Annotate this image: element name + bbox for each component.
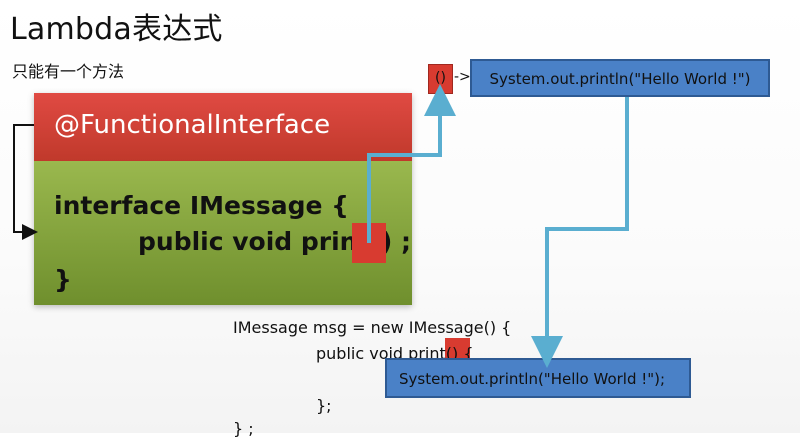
slide-subtitle: 只能有一个方法 — [12, 62, 125, 81]
annotation-bar: @FunctionalInterface — [34, 93, 412, 161]
functional-interface-block: @FunctionalInterface interface IMessage … — [34, 93, 412, 305]
anon-class-close: } ; — [233, 419, 254, 438]
slide-title: Lambda表达式 — [10, 12, 223, 47]
lambda-parens-highlight: () — [428, 64, 453, 94]
anon-method-body-text: System.out.println("Hello World !"); — [399, 370, 666, 388]
anon-method-body-box: System.out.println("Hello World !"); — [385, 358, 691, 398]
annotation-label: @FunctionalInterface — [54, 110, 331, 140]
lambda-arrow: -> — [454, 69, 471, 85]
anon-method-close: }; — [316, 396, 332, 415]
interface-declaration: interface IMessage { — [54, 191, 349, 220]
interface-close-brace: } — [54, 265, 72, 294]
interface-body — [34, 161, 412, 305]
lambda-to-anon-arrow — [531, 97, 629, 368]
anon-class-declaration: IMessage msg = new IMessage() { — [233, 318, 512, 337]
left-loop-arrow — [13, 124, 38, 240]
method-parens-highlight — [352, 223, 386, 263]
lambda-parens: () — [435, 70, 446, 86]
lambda-body-text: System.out.println("Hello World !") — [489, 70, 751, 88]
lambda-body-box: System.out.println("Hello World !") — [470, 59, 770, 97]
